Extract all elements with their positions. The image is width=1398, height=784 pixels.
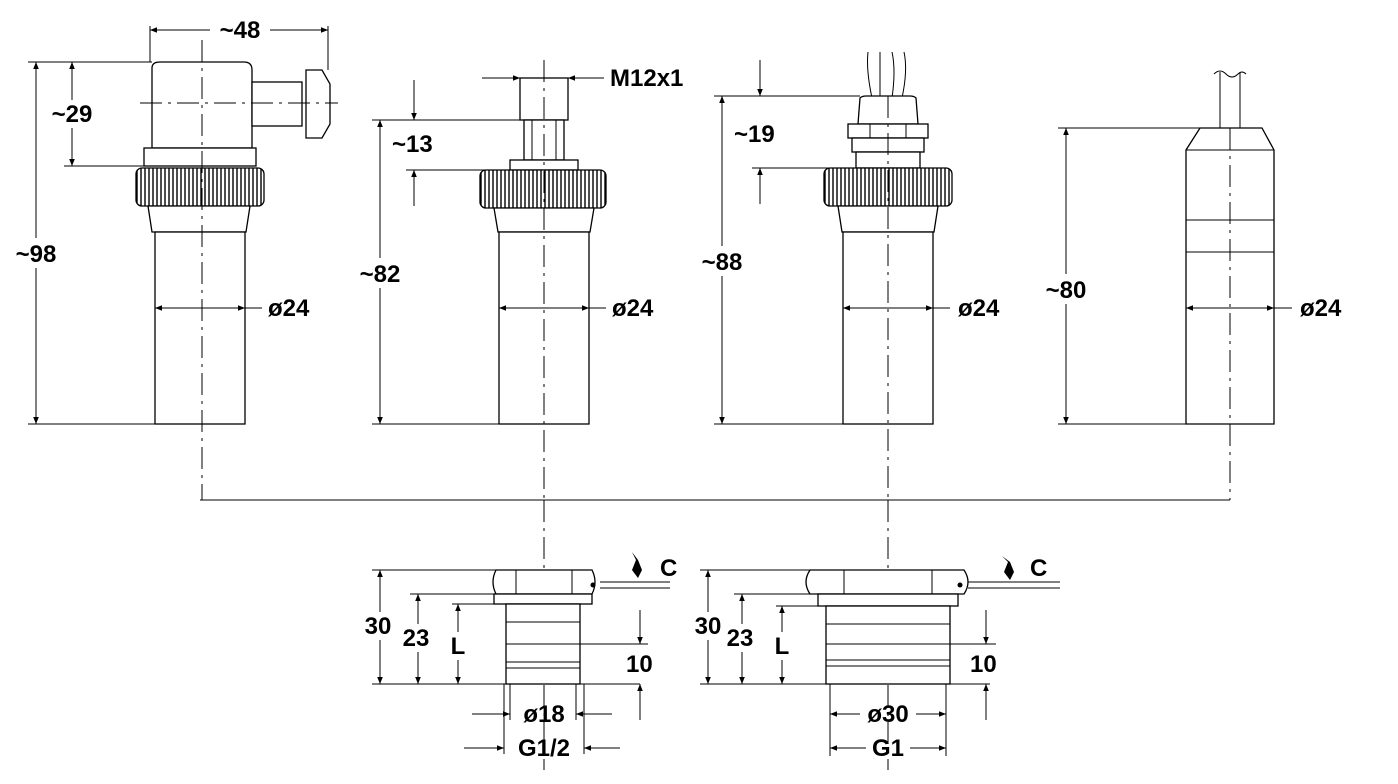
dim-diameter: ø24 (268, 295, 310, 322)
dim-thread: G1/2 (518, 735, 570, 762)
dim-thread: G1 (872, 735, 904, 762)
dim-gland-height: ~19 (734, 121, 775, 148)
knurled-nut (135, 167, 265, 207)
variant-cable-gland: ~19 ~88 ø24 (696, 51, 1000, 500)
sensor-body (154, 231, 246, 425)
dim-diameter: ø24 (958, 295, 1000, 322)
variant-din-connector: ~48 ~29 ~98 ø24 (10, 16, 338, 500)
fitting-g1: 30 23 L 10 ø30 G1 C (692, 500, 1060, 770)
flange (817, 593, 959, 607)
dim-connector-height: ~13 (392, 131, 433, 158)
dim-connector-height: ~29 (52, 101, 93, 128)
dim-total-height: ~82 (360, 261, 401, 288)
dim-length-L: L (451, 633, 466, 660)
dim-total-height: ~98 (16, 241, 57, 268)
dim-diameter: ø18 (523, 701, 564, 728)
hex-nut (805, 569, 969, 595)
dim-wrench: C (1030, 555, 1047, 582)
variant-m12-connector: M12x1 ~13 ~82 ø24 (354, 60, 683, 500)
dim-total-height: ~88 (702, 249, 743, 276)
dim-height-10: 10 (970, 651, 997, 678)
dim-length-L: L (775, 633, 790, 660)
dim-wrench: C (660, 555, 677, 582)
dim-height-10: 10 (626, 651, 653, 678)
dim-width: ~48 (220, 17, 261, 44)
fitting-g12: 30 23 L 10 ø18 G1/2 C (362, 500, 677, 770)
cable-line (867, 51, 873, 99)
dim-diameter: ø24 (1300, 295, 1342, 322)
connector-screw (305, 69, 331, 139)
dim-height-23: 23 (727, 625, 754, 652)
thread-body (825, 605, 951, 685)
connector-base (143, 147, 257, 167)
variant-cable-outlet: ~80 ø24 (1040, 70, 1342, 500)
wrench-icon (1002, 556, 1014, 580)
wrench-icon (632, 552, 642, 578)
connector-side (251, 81, 303, 127)
dim-diameter: ø30 (867, 701, 908, 728)
hex-nut (492, 569, 596, 595)
dim-total-height: ~80 (1046, 277, 1087, 304)
dim-height-30: 30 (695, 613, 722, 640)
dim-height-23: 23 (403, 625, 430, 652)
knurled-nut (479, 169, 607, 209)
dim-height-30: 30 (365, 613, 392, 640)
dim-diameter: ø24 (612, 295, 654, 322)
taper (147, 205, 251, 233)
dim-thread: M12x1 (610, 65, 683, 92)
flange (493, 593, 593, 605)
